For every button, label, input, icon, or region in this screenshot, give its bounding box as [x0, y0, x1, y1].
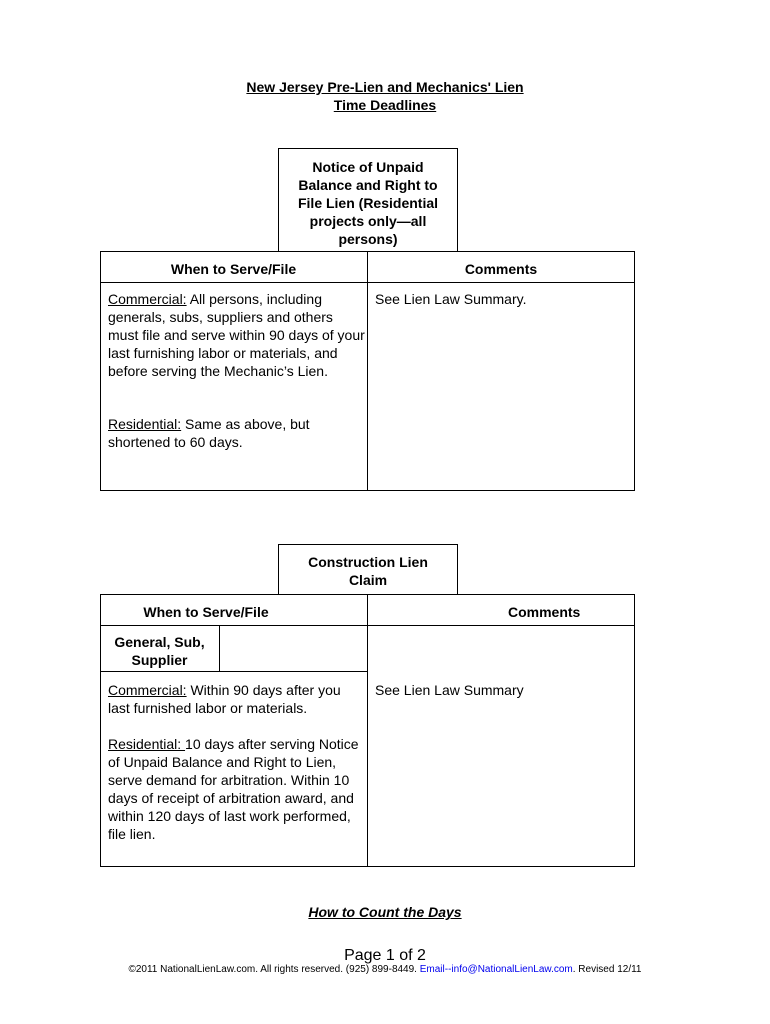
divider	[100, 671, 367, 672]
divider	[367, 594, 368, 867]
lien-claim-heading-box: Construction Lien Claim	[278, 544, 458, 595]
notice-col-when-header: When to Serve/File	[170, 261, 297, 277]
email-link[interactable]: Email--info@NationalLienLaw.com	[419, 964, 573, 975]
footer-revised: . Revised 12/11	[572, 964, 642, 975]
notice-residential: Residential: Same as above, but shortene…	[108, 415, 358, 451]
residential-label: Residential:	[108, 416, 182, 432]
divider	[367, 251, 368, 491]
title-line-1: New Jersey Pre-Lien and Mechanics' Lien	[246, 79, 524, 95]
footer-text: ©2011 NationalLienLaw.com. All rights re…	[128, 964, 420, 975]
commercial-text: Within 90 days after you last furnished …	[108, 682, 341, 716]
lien-col-when-header: When to Serve/File	[143, 604, 269, 620]
notice-commercial: Commercial: All persons, including gener…	[108, 290, 366, 380]
how-to-count-heading: How to Count the Days	[308, 904, 462, 920]
notice-comment: See Lien Law Summary.	[375, 291, 527, 307]
residential-label: Residential:	[108, 736, 186, 752]
notice-heading-box: Notice of Unpaid Balance and Right to Fi…	[278, 148, 458, 252]
commercial-label: Commercial:	[108, 682, 187, 698]
lien-residential: Residential: 10 days after serving Notic…	[108, 735, 363, 843]
page-number: Page 1 of 2	[344, 947, 426, 964]
commercial-label: Commercial:	[108, 291, 187, 307]
notice-col-comments-header: Comments	[464, 261, 538, 277]
divider	[219, 625, 220, 671]
lien-commercial: Commercial: Within 90 days after you las…	[108, 681, 366, 717]
lien-col-comments-header: Comments	[508, 604, 581, 620]
party-label: General, Sub, Supplier	[114, 634, 205, 668]
title-line-2: Time Deadlines	[333, 97, 437, 113]
residential-text: 10 days after serving Notice of Unpaid B…	[108, 736, 359, 842]
notice-heading: Notice of Unpaid Balance and Right to Fi…	[297, 159, 439, 247]
lien-claim-heading: Construction Lien Claim	[308, 554, 428, 588]
commercial-text: All persons, including generals, subs, s…	[108, 291, 365, 379]
lien-comment: See Lien Law Summary	[375, 682, 524, 698]
footer: ©2011 NationalLienLaw.com. All rights re…	[0, 964, 770, 976]
residential-text: Same as above, but shortened to 60 days.	[108, 416, 310, 450]
